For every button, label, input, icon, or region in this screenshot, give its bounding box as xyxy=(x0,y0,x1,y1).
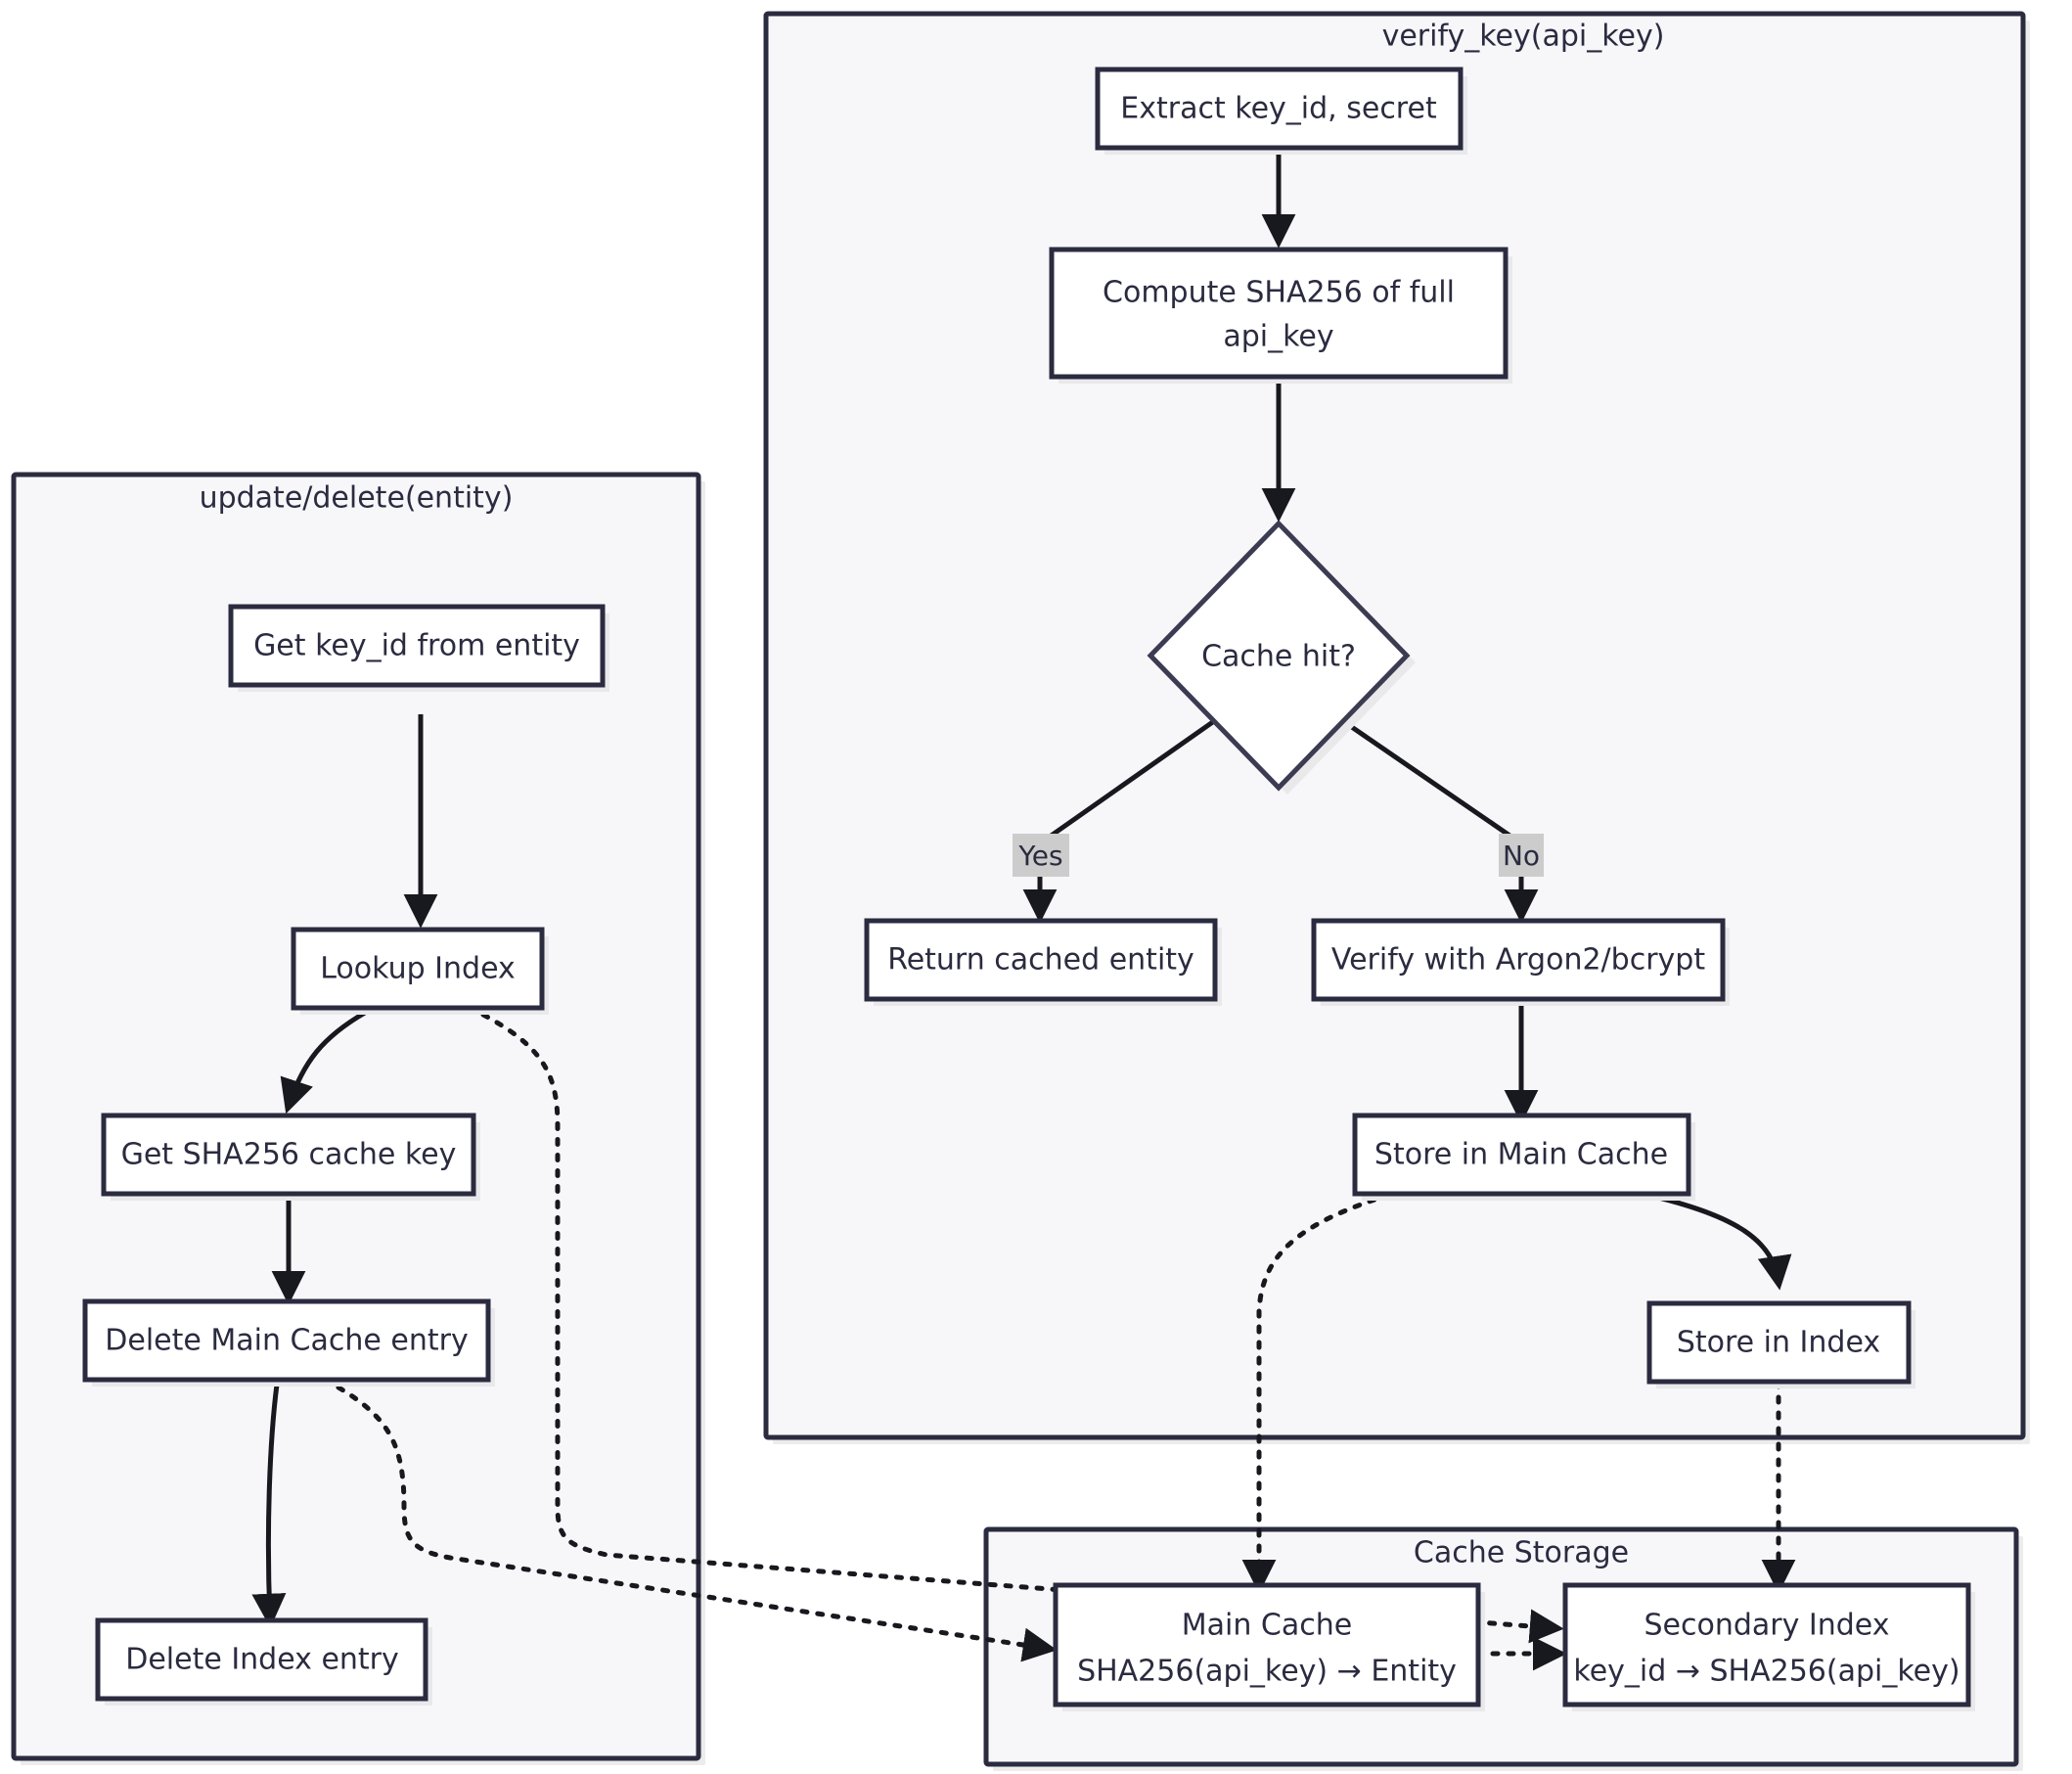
node-compute-sha256-label-line1: Compute SHA256 of full xyxy=(1103,276,1455,310)
node-secondary-index-label-line2: key_id → SHA256(api_key) xyxy=(1573,1655,1959,1689)
node-cache-hit[interactable]: Cache hit? xyxy=(1147,520,1416,795)
subgraph-verify-key: verify_key(api_key) xyxy=(763,11,2030,1444)
node-store-in-index-label: Store in Index xyxy=(1677,1326,1880,1360)
node-extract-key-id-label: Extract key_id, secret xyxy=(1120,92,1437,126)
node-main-cache-label-line1: Main Cache xyxy=(1182,1609,1352,1643)
node-lookup-index[interactable]: Lookup Index xyxy=(291,927,549,1015)
edge-storemain-to-maincache xyxy=(1241,1192,1392,1594)
edge-label-no: No xyxy=(1499,834,1544,877)
node-delete-main-cache-entry[interactable]: Delete Main Cache entry xyxy=(82,1298,495,1387)
node-secondary-index-label-line1: Secondary Index xyxy=(1644,1609,1889,1643)
edge-delmain-to-maincache xyxy=(336,1385,1058,1662)
node-delete-index-entry[interactable]: Delete Index entry xyxy=(95,1617,432,1706)
subgraph-cache-storage-title: Cache Storage xyxy=(1414,1536,1629,1570)
node-compute-sha256-label-line2: api_key xyxy=(1223,320,1333,354)
edge-storemain-to-storeindex xyxy=(1637,1190,1792,1291)
node-return-cached-entity[interactable]: Return cached entity xyxy=(864,918,1222,1006)
node-delete-main-cache-entry-label: Delete Main Cache entry xyxy=(105,1324,468,1358)
node-extract-key-id[interactable]: Extract key_id, secret xyxy=(1095,67,1467,155)
edge-label-no-text: No xyxy=(1503,840,1540,872)
node-lookup-index-label: Lookup Index xyxy=(320,952,516,986)
subgraph-update-delete-title: update/delete(entity) xyxy=(200,481,514,516)
node-store-in-main-cache[interactable]: Store in Main Cache xyxy=(1352,1113,1695,1201)
node-main-cache-label-line2: SHA256(api_key) → Entity xyxy=(1077,1655,1457,1689)
edge-lookupindex-to-secondaryindex xyxy=(480,1012,1564,1644)
node-get-key-id-from-entity-label: Get key_id from entity xyxy=(253,629,580,663)
edge-cachehit-to-returncached xyxy=(1038,718,1216,846)
subgraph-verify-key-title: verify_key(api_key) xyxy=(1382,20,1665,54)
edge-lookupindex-to-getsha xyxy=(280,1010,367,1114)
node-cache-hit-label: Cache hit? xyxy=(1201,640,1356,674)
node-get-key-id-from-entity[interactable]: Get key_id from entity xyxy=(228,604,609,692)
node-verify-argon2-bcrypt-label: Verify with Argon2/bcrypt xyxy=(1331,943,1705,978)
node-get-sha256-cache-key-label: Get SHA256 cache key xyxy=(121,1138,457,1172)
node-get-sha256-cache-key[interactable]: Get SHA256 cache key xyxy=(101,1113,480,1201)
node-delete-index-entry-label: Delete Index entry xyxy=(125,1643,399,1677)
edge-cachehit-to-verifyargon xyxy=(1341,718,1523,846)
edge-label-yes: Yes xyxy=(1013,834,1069,877)
node-compute-sha256[interactable]: Compute SHA256 of full api_key xyxy=(1049,247,1512,384)
edge-delmain-to-delindex xyxy=(251,1384,287,1628)
node-store-in-main-cache-label: Store in Main Cache xyxy=(1374,1138,1668,1172)
node-store-in-index[interactable]: Store in Index xyxy=(1646,1300,1915,1388)
node-return-cached-entity-label: Return cached entity xyxy=(887,943,1194,978)
node-main-cache[interactable]: Main Cache SHA256(api_key) → Entity xyxy=(1053,1582,1485,1711)
node-verify-argon2-bcrypt[interactable]: Verify with Argon2/bcrypt xyxy=(1311,918,1730,1006)
node-secondary-index[interactable]: Secondary Index key_id → SHA256(api_key) xyxy=(1562,1582,1975,1711)
edge-label-yes-text: Yes xyxy=(1017,840,1062,872)
